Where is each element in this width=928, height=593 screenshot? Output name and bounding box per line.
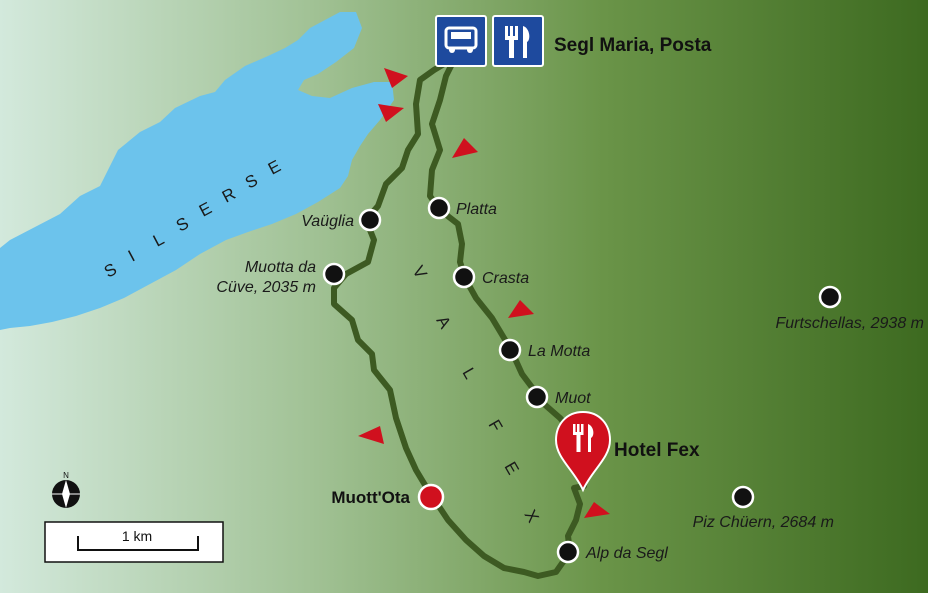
direction-arrow	[384, 68, 408, 88]
lake-silsersee	[0, 12, 394, 330]
start-label: Segl Maria, Posta	[554, 35, 712, 56]
restaurant-sign	[492, 15, 544, 67]
marker-muott-ota	[417, 483, 445, 511]
label-hotel-fex: Hotel Fex	[614, 440, 700, 461]
marker-alp-da-segl	[556, 540, 580, 564]
scale-box	[44, 521, 224, 563]
marker-piz-chuern	[731, 485, 755, 509]
compass: N	[52, 471, 80, 508]
label-muot: Muot	[555, 390, 591, 407]
label-platta: Platta	[456, 201, 497, 218]
marker-furtschellas	[818, 285, 842, 309]
marker-platta	[427, 196, 451, 220]
marker-crasta	[452, 265, 476, 289]
label-furtschellas: Furtschellas, 2938 m	[775, 315, 924, 332]
place-markers: Vaüglia Platta Muotta da Cüve, 2035 m Cr…	[216, 196, 924, 564]
direction-arrow	[378, 104, 404, 122]
restaurant-icon	[505, 26, 530, 58]
bus-icon	[444, 26, 478, 53]
label-crasta: Crasta	[482, 270, 529, 287]
start-signs: Segl Maria, Posta	[435, 15, 712, 67]
label-vauglia: Vaüglia	[301, 213, 354, 230]
direction-arrows	[358, 68, 610, 518]
label-piz-chuern: Piz Chüern, 2684 m	[693, 514, 834, 531]
direction-arrow	[358, 426, 384, 444]
marker-vauglia	[358, 208, 382, 232]
marker-muot	[525, 385, 549, 409]
direction-arrow	[508, 300, 534, 318]
label-muotta-da-cuve-line2: Cüve, 2035 m	[216, 279, 316, 296]
scale-line	[77, 536, 199, 551]
highlight-markers: Muott'Ota Hotel Fex	[331, 410, 700, 511]
label-la-motta: La Motta	[528, 343, 590, 360]
hotel-fex-pin	[554, 410, 612, 493]
marker-la-motta	[498, 338, 522, 362]
label-muott-ota: Muott'Ota	[331, 488, 410, 507]
compass-north-label: N	[63, 471, 69, 480]
direction-arrow	[584, 502, 610, 518]
marker-muotta-da-cuve	[322, 262, 346, 286]
bus-sign	[435, 15, 487, 67]
direction-arrow	[452, 138, 478, 158]
label-muotta-da-cuve-line1: Muotta da	[245, 259, 316, 276]
scale-bar: 1 km	[44, 521, 224, 563]
label-alp-da-segl: Alp da Segl	[585, 545, 668, 562]
scale-label: 1 km	[122, 528, 152, 544]
restaurant-icon	[573, 424, 594, 452]
